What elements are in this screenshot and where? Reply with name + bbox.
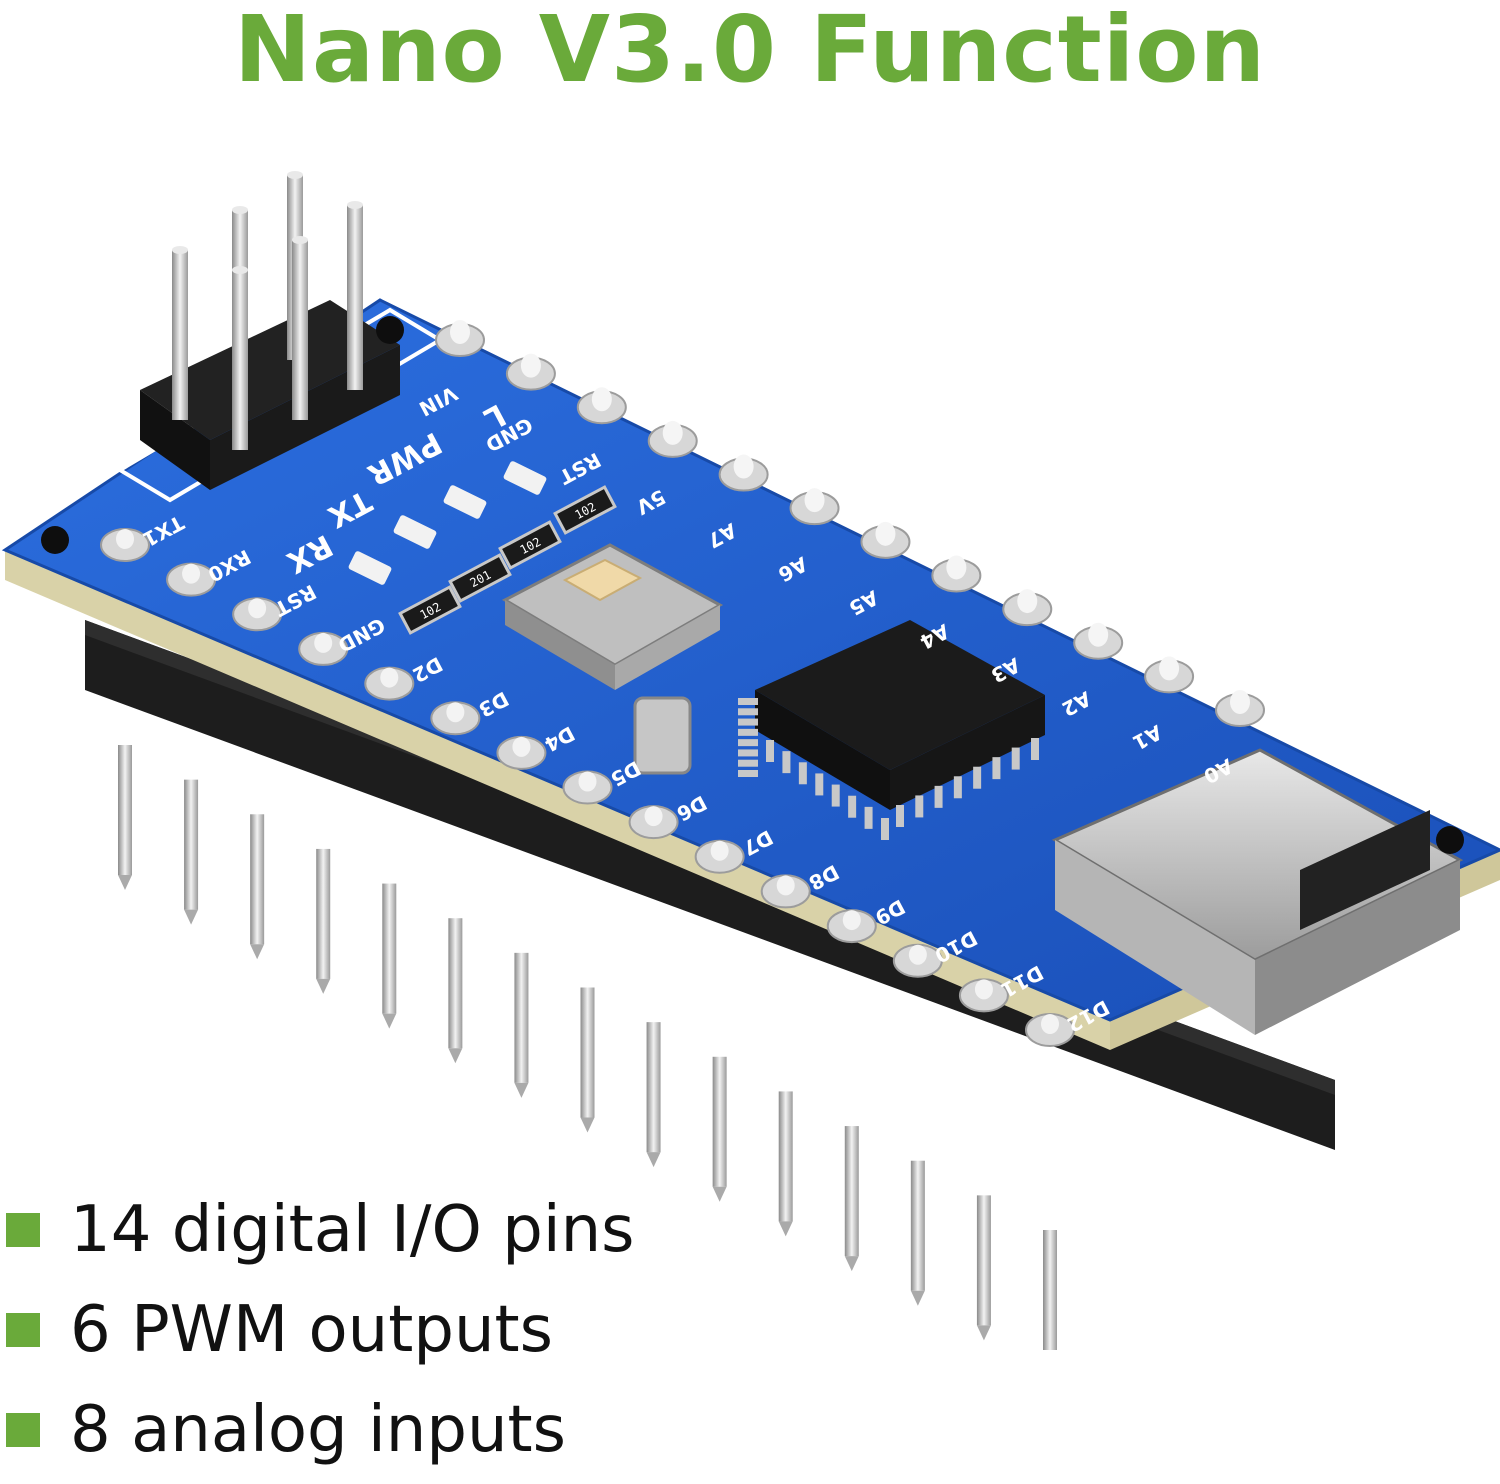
resistor: 102 — [553, 485, 617, 535]
bullet-square-icon — [6, 1313, 40, 1347]
mini-usb-port — [1051, 748, 1464, 1035]
header-pin — [184, 779, 199, 910]
top-header-pins — [435, 320, 1265, 727]
resistor: 102 — [398, 585, 462, 635]
resistor: 201 — [448, 553, 512, 603]
header-pin — [976, 1195, 991, 1326]
header-pin — [778, 1091, 793, 1222]
icsp-pin — [172, 250, 188, 420]
crystal — [633, 696, 692, 775]
bottom-pin-row — [118, 745, 1057, 1350]
feature-item: 14 digital I/O pins — [0, 1180, 760, 1280]
header-pin — [448, 918, 463, 1049]
header-pin — [646, 1022, 661, 1153]
bullet-square-icon — [6, 1213, 40, 1247]
icsp-pin — [347, 205, 363, 390]
header-pin — [1043, 1230, 1057, 1350]
feature-text: 6 PWM outputs — [70, 1293, 553, 1367]
feature-text: 8 analog inputs — [70, 1393, 566, 1467]
header-pin — [118, 745, 132, 875]
header-pin — [316, 848, 331, 979]
bottom-header-pads — [100, 528, 1075, 1047]
icsp-pin — [292, 240, 308, 420]
status-leds — [348, 461, 547, 585]
page-title: Nano V3.0 Function — [233, 0, 1267, 103]
microcontroller-chip — [738, 620, 1045, 840]
icsp-pin — [232, 270, 248, 450]
reset-button — [501, 543, 724, 690]
header-pin — [382, 883, 397, 1014]
header-pin — [514, 952, 529, 1083]
pin-header-strip — [85, 620, 1335, 1150]
header-pin — [910, 1160, 925, 1291]
feature-item: 8 analog inputs — [0, 1380, 760, 1480]
resistor: 102 — [498, 520, 562, 570]
header-pin — [580, 987, 595, 1118]
header-pin — [250, 814, 265, 945]
feature-item: 6 PWM outputs — [0, 1280, 760, 1380]
header-pin — [844, 1126, 859, 1257]
icsp-header — [140, 171, 400, 490]
bullet-square-icon — [6, 1413, 40, 1447]
feature-text: 14 digital I/O pins — [70, 1193, 635, 1267]
header-pin — [712, 1056, 727, 1187]
